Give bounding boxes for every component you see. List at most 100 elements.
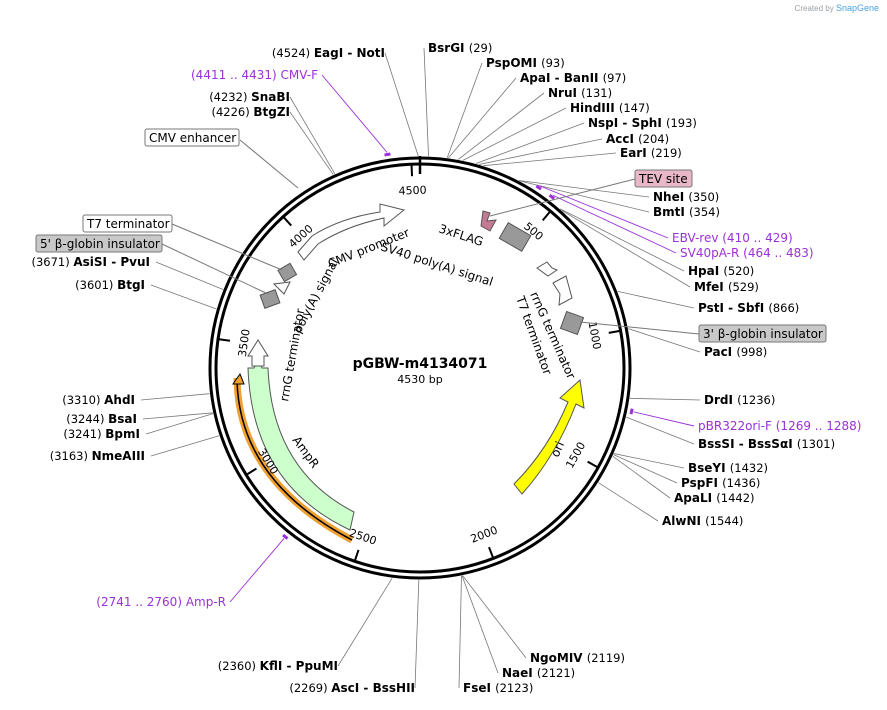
site-bmti-position: (354) (689, 205, 720, 219)
site-apai-banii-position: (97) (603, 71, 627, 85)
site-eari-leader (483, 152, 617, 167)
primer-sv40pa-r-mark (548, 194, 556, 200)
site-pspfi-name: PspFI (681, 476, 722, 490)
site-bsai-position: (3244) (66, 412, 108, 426)
site-pspfi-leader (613, 454, 678, 484)
site-acci-label: AccI (204) (606, 132, 669, 146)
boxed-label-t7-terminator-text: T7 terminator (86, 217, 170, 231)
site-nrui-label: NruI (131) (548, 86, 612, 100)
site-ngomiv-name: NgoMIV (530, 651, 587, 665)
boxed-label-t7-terminator: T7 terminator (82, 214, 283, 271)
site-nhei-position: (350) (688, 190, 719, 204)
site-bpmi-label: (3241) BpmI (63, 427, 140, 441)
site-alwni-leader (598, 482, 659, 522)
primer-pbr322ori-f-mark (629, 408, 634, 415)
insulator-5-box (259, 289, 281, 309)
tick-1500 (587, 460, 599, 469)
site-hindiii-label: HindIII (147) (570, 101, 650, 115)
site-bsai-leader (142, 412, 213, 420)
site-nspi-sphi-position: (193) (666, 116, 697, 130)
site-fsei-leader (458, 575, 462, 689)
t7-terminator-right-arrow (552, 275, 573, 306)
boxed-label-5-insulator-text: 5' β-globin insulator (40, 237, 160, 251)
primer-sv40pa-r-label: SV40pA-R (464 .. 483) (680, 246, 814, 260)
site-btgi-position: (3601) (75, 278, 117, 292)
tick-4000 (282, 216, 292, 227)
site-mfei-label: MfeI (529) (694, 280, 759, 294)
site-naei-position: (2121) (537, 666, 575, 680)
site-paci-position: (998) (736, 345, 767, 359)
site-nspi-sphi-label: NspI - SphI (193) (588, 116, 697, 130)
site-leader-lines (140, 47, 701, 689)
boxed-label-tev-site: TEV site (489, 169, 693, 217)
site-btgi-name: BtgI (117, 278, 145, 292)
snapgene-credit: Created by SnapGene (795, 3, 879, 13)
boxed-label-tev-site-text: TEV site (638, 172, 688, 186)
tick-label-2500: 2500 (347, 526, 378, 547)
site-alwni-name: AlwNI (662, 514, 705, 528)
boxed-label-3-insulator: 3' β-globin insulator (579, 321, 827, 343)
site-nmeaiii-leader (150, 435, 220, 457)
site-labels: (4524) EagI - NotI(4232) SnaBI(4226) Btg… (31, 41, 835, 695)
site-nmeaiii-label: (3163) NmeAIII (50, 449, 145, 463)
site-drdi-name: DrdI (704, 393, 737, 407)
primer-pbr322ori-f-label: pBR322ori-F (1269 .. 1288) (698, 419, 861, 433)
site-btgzi-name: BtgZI (253, 105, 290, 119)
primer-amp-r-label: (2741 .. 2760) Amp-R (96, 595, 226, 609)
site-bseyi-position: (1432) (730, 461, 768, 475)
site-bseyi-leader (613, 453, 685, 469)
tick-2500 (353, 549, 360, 562)
t7-terminator-left-box (277, 262, 298, 283)
site-hpai-leader (559, 208, 685, 272)
site-kfli-ppumi-leader (337, 577, 393, 667)
primer-sv40pa-r-name: SV40pA-R (680, 246, 743, 260)
primer-cmv-f-label: (4411 .. 4431) CMV-F (191, 68, 318, 82)
site-pspomi-position: (93) (541, 56, 565, 70)
rrng-terminator-right-arrow (536, 261, 559, 277)
site-bsai-label: (3244) BsaI (66, 412, 137, 426)
primer-ebv-rev-range: (410 .. 429) (722, 231, 792, 245)
primer-sv40pa-r-range: (464 .. 483) (743, 246, 813, 260)
tick-label-1500: 1500 (563, 440, 588, 471)
site-drdi-leader (629, 397, 701, 401)
site-asisi-pvui-name: AsiSI - PvuI (73, 255, 150, 269)
site-nrui-position: (131) (581, 86, 612, 100)
rrng-terminator-left-arrow (247, 339, 269, 367)
site-btgi-leader (150, 284, 217, 310)
site-paci-label: PacI (998) (704, 345, 767, 359)
primer-cmv-f-leader (321, 74, 388, 153)
boxed-label-5-insulator: 5' β-globin insulator (35, 234, 269, 295)
site-naei-label: NaeI (2121) (502, 666, 575, 680)
site-pspfi-position: (1436) (722, 476, 760, 490)
site-pspfi-label: PspFI (1436) (681, 476, 760, 490)
site-pspomi-leader (446, 62, 483, 158)
tick-label-4500: 4500 (398, 184, 427, 198)
sv40-polya-box (498, 222, 532, 252)
site-mfei-name: MfeI (694, 280, 728, 294)
site-eagi-noti-position: (4524) (272, 46, 314, 60)
site-ahdi-label: (3310) AhdI (62, 393, 135, 407)
feature-label-3xflag: 3xFLAG (437, 222, 485, 250)
site-nhei-leader (518, 180, 650, 198)
site-btgzi-leader (289, 111, 334, 175)
site-nspi-sphi-leader (475, 122, 585, 164)
site-asisi-pvui-label: (3671) AsiSI - PvuI (31, 255, 150, 269)
site-apali-label: ApaLI (1442) (674, 491, 755, 505)
site-asci-bsshii-name: AscI - BssHII (331, 681, 415, 695)
site-btgzi-position: (4226) (211, 105, 253, 119)
primer-cmv-f-range: (4411 .. 4431) (191, 68, 281, 82)
site-fsei-position: (2123) (495, 681, 533, 695)
site-naei-leader (461, 575, 499, 674)
tev-site-arrow (480, 210, 497, 232)
tick-500 (541, 210, 552, 221)
tick-3500 (217, 338, 231, 342)
site-snabi-label: (4232) SnaBI (209, 90, 290, 104)
site-bsrgi-position: (29) (469, 41, 493, 55)
primer-pbr322ori-f-range: (1269 .. 1288) (776, 419, 862, 433)
site-hindiii-position: (147) (619, 101, 650, 115)
ampr-promoter-head (232, 372, 245, 385)
site-bpmi-leader (145, 413, 214, 435)
site-ahdi-position: (3310) (62, 393, 104, 407)
site-kfli-ppumi-label: (2360) KflI - PpuMI (218, 659, 338, 673)
